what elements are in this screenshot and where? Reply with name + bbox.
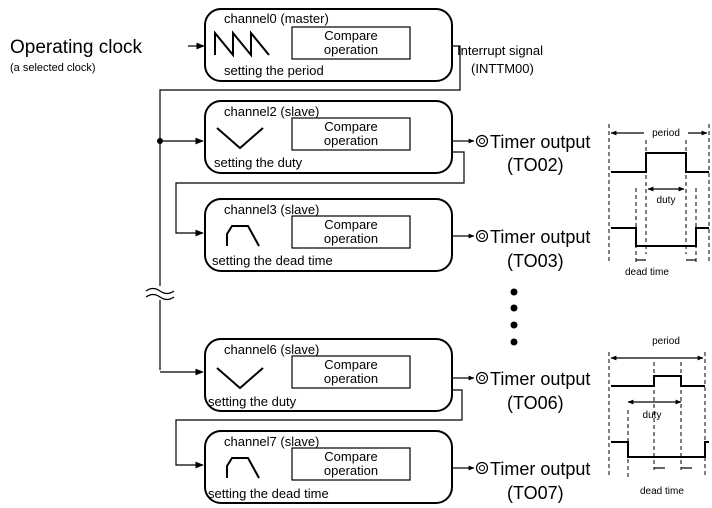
duty-label: duty <box>657 195 676 206</box>
compare-operation-box <box>291 26 411 60</box>
triangle-wave-icon <box>216 367 264 390</box>
channel-box-0: channel0 (master) setting the period Com… <box>204 8 453 82</box>
cascade-line-6-7 <box>175 389 463 469</box>
compare-operation-box <box>291 355 411 389</box>
compare-label-2: operation <box>324 133 378 148</box>
timer-output-pin: (TO07) <box>507 483 564 503</box>
compare-label-1: Compare <box>324 357 377 372</box>
channel-box-2: channel2 (slave) setting the duty Compar… <box>204 100 453 174</box>
timer-output-label: Timer output <box>490 369 590 389</box>
interrupt-label: Interrupt signal <box>457 43 543 58</box>
period-label: period <box>652 128 680 139</box>
compare-label-1: Compare <box>324 217 377 232</box>
dead-time-pulse-icon <box>226 457 260 479</box>
channel-title: channel7 (slave) <box>224 434 319 449</box>
timer-output-pin: (TO02) <box>507 155 564 175</box>
break-symbol <box>144 286 176 301</box>
dead-time-label: dead time <box>625 267 669 278</box>
compare-label-2: operation <box>324 371 378 386</box>
compare-label-1: Compare <box>324 449 377 464</box>
interrupt-line <box>159 45 461 370</box>
channel-function: setting the dead time <box>212 253 333 268</box>
cascade-line-2-3 <box>175 151 465 237</box>
compare-operation-box <box>291 447 411 481</box>
compare-operation-box <box>291 117 411 151</box>
compare-operation-box <box>291 215 411 249</box>
channel-box-3: channel3 (slave) setting the dead time C… <box>204 198 453 272</box>
duty-label: duty <box>643 410 662 421</box>
channel-title: channel0 (master) <box>224 11 329 26</box>
channel-function: setting the period <box>224 63 324 78</box>
duty-waveform <box>611 375 705 387</box>
timer-output-to02: Timer output (TO02) <box>464 132 590 175</box>
clock-sublabel: (a selected clock) <box>10 62 96 74</box>
compare-label-2: operation <box>324 463 378 478</box>
triangle-wave-icon <box>216 127 264 150</box>
channel-title: channel2 (slave) <box>224 104 319 119</box>
period-label: period <box>652 336 680 347</box>
timer-output-to07: Timer output (TO07) <box>464 459 590 503</box>
compare-label-1: Compare <box>324 28 377 43</box>
continuation-dots <box>510 288 518 346</box>
channel-function: setting the duty <box>208 394 297 409</box>
channel-title: channel3 (slave) <box>224 202 319 217</box>
timer-output-label: Timer output <box>490 132 590 152</box>
dead-time-pulse-icon <box>226 225 260 247</box>
duty-waveform <box>611 152 709 173</box>
channel-function: setting the dead time <box>208 486 329 501</box>
timer-output-to03: Timer output (TO03) <box>464 227 590 271</box>
channel-title: channel6 (slave) <box>224 342 319 357</box>
clock-label: Operating clock <box>10 37 143 58</box>
dead-time-label: dead time <box>640 486 684 497</box>
channel-box-6: channel6 (slave) setting the duty Compar… <box>204 338 453 412</box>
compare-label-2: operation <box>324 42 378 57</box>
channel-box-7: channel7 (slave) setting the dead time C… <box>204 430 453 504</box>
timing-diagram-1: period duty dead time <box>608 124 710 278</box>
dead-time-waveform <box>611 227 709 247</box>
timing-diagram-2: period duty dead time <box>608 334 709 497</box>
timer-output-label: Timer output <box>490 227 590 247</box>
timer-output-pin: (TO06) <box>507 393 564 413</box>
timer-output-pin: (TO03) <box>507 251 564 271</box>
sawtooth-wave-icon <box>214 30 270 58</box>
compare-label-2: operation <box>324 231 378 246</box>
timer-output-label: Timer output <box>490 459 590 479</box>
dead-time-waveform <box>611 441 709 458</box>
channel-function: setting the duty <box>214 155 303 170</box>
timer-output-to06: Timer output (TO06) <box>464 369 590 413</box>
compare-label-1: Compare <box>324 119 377 134</box>
interrupt-signal: (INTTM00) <box>471 61 534 76</box>
